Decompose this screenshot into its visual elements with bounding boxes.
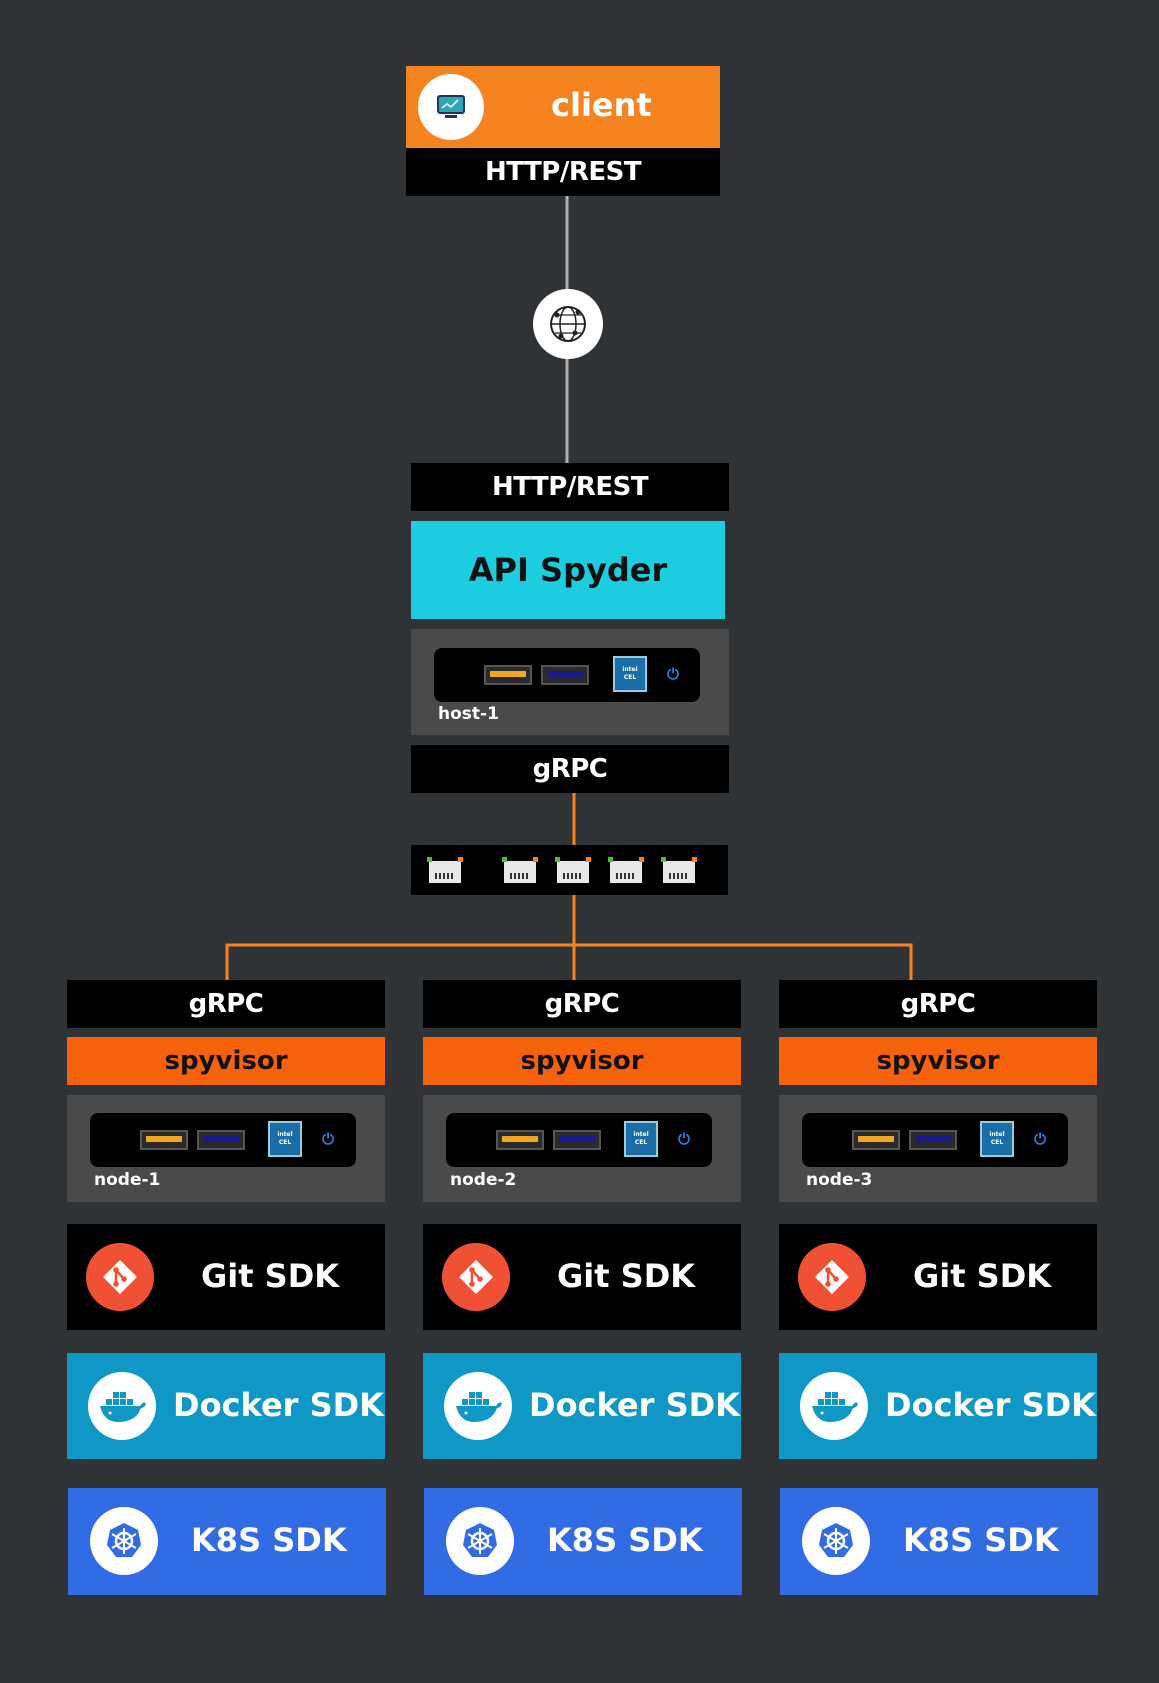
- docker-sdk-box: Docker SDK: [423, 1353, 741, 1459]
- node-grpc-bar: gRPC: [779, 980, 1097, 1028]
- git-sdk-box: Git SDK: [423, 1224, 741, 1330]
- spyvisor-bar: spyvisor: [67, 1037, 385, 1085]
- git-sdk-label: Git SDK: [557, 1257, 696, 1295]
- git-icon-circle: [86, 1243, 154, 1311]
- api-spyder-box: API Spyder: [411, 521, 725, 619]
- ethernet-port-icon: [502, 857, 538, 883]
- git-sdk-label: Git SDK: [913, 1257, 1052, 1295]
- client-icon-circle: [418, 74, 484, 140]
- docker-icon-circle: [88, 1372, 156, 1440]
- usb-port: [197, 1130, 245, 1150]
- git-sdk-box: Git SDK: [779, 1224, 1097, 1330]
- kubernetes-helm-icon: [819, 1523, 853, 1557]
- network-node: [533, 289, 603, 359]
- docker-sdk-label: Docker SDK: [173, 1386, 384, 1424]
- ethernet-port-icon: [427, 857, 463, 883]
- client-protocol-bar: HTTP/REST: [406, 148, 720, 196]
- usb-port: [541, 665, 589, 685]
- k8s-sdk-box: K8S SDK: [780, 1488, 1098, 1595]
- k8s-sdk-box: K8S SDK: [424, 1488, 742, 1595]
- docker-sdk-box: Docker SDK: [779, 1353, 1097, 1459]
- ethernet-port-icon: [608, 857, 644, 883]
- api-protocol-bar: HTTP/REST: [411, 463, 729, 511]
- power-icon: ⏻: [322, 1130, 334, 1148]
- k8s-icon-circle: [802, 1507, 870, 1575]
- network-switch: [411, 845, 728, 895]
- monitor-icon: [437, 95, 465, 118]
- usb-port: [852, 1130, 900, 1150]
- git-icon-circle: [798, 1243, 866, 1311]
- node-label: node-1: [94, 1170, 161, 1190]
- docker-sdk-label: Docker SDK: [885, 1386, 1096, 1424]
- k8s-sdk-label: K8S SDK: [547, 1521, 703, 1559]
- power-icon: ⏻: [678, 1130, 690, 1148]
- docker-icon-circle: [800, 1372, 868, 1440]
- power-icon: ⏻: [1034, 1130, 1046, 1148]
- ethernet-port-icon: [661, 857, 697, 883]
- client-label: client: [551, 86, 652, 124]
- power-icon: ⏻: [667, 665, 679, 683]
- usb-port: [553, 1130, 601, 1150]
- usb-port: [140, 1130, 188, 1150]
- kubernetes-helm-icon: [463, 1523, 497, 1557]
- docker-whale-icon: [812, 1392, 858, 1422]
- host-grpc-bar: gRPC: [411, 745, 729, 793]
- node-grpc-bar: gRPC: [423, 980, 741, 1028]
- docker-whale-icon: [456, 1392, 502, 1422]
- git-sdk-label: Git SDK: [201, 1257, 340, 1295]
- k8s-icon-circle: [90, 1507, 158, 1575]
- k8s-sdk-label: K8S SDK: [903, 1521, 1059, 1559]
- spyvisor-bar: spyvisor: [779, 1037, 1097, 1085]
- docker-icon-circle: [444, 1372, 512, 1440]
- docker-whale-icon: [100, 1392, 146, 1422]
- client-box: client: [406, 66, 720, 148]
- k8s-sdk-box: K8S SDK: [68, 1488, 386, 1595]
- k8s-icon-circle: [446, 1507, 514, 1575]
- git-icon: [815, 1260, 849, 1294]
- git-icon: [459, 1260, 493, 1294]
- node-label: node-2: [450, 1170, 517, 1190]
- k8s-sdk-label: K8S SDK: [191, 1521, 347, 1559]
- usb-port: [496, 1130, 544, 1150]
- spyvisor-bar: spyvisor: [423, 1037, 741, 1085]
- usb-port: [909, 1130, 957, 1150]
- host-label: host-1: [438, 704, 499, 724]
- docker-sdk-label: Docker SDK: [529, 1386, 740, 1424]
- node-grpc-bar: gRPC: [67, 980, 385, 1028]
- usb-port: [484, 665, 532, 685]
- docker-sdk-box: Docker SDK: [67, 1353, 385, 1459]
- globe-network-icon: [550, 306, 586, 342]
- kubernetes-helm-icon: [107, 1523, 141, 1557]
- git-icon-circle: [442, 1243, 510, 1311]
- ethernet-port-icon: [555, 857, 591, 883]
- git-sdk-box: Git SDK: [67, 1224, 385, 1330]
- git-icon: [103, 1260, 137, 1294]
- grpc-branch-line: [225, 943, 913, 980]
- node-label: node-3: [806, 1170, 873, 1190]
